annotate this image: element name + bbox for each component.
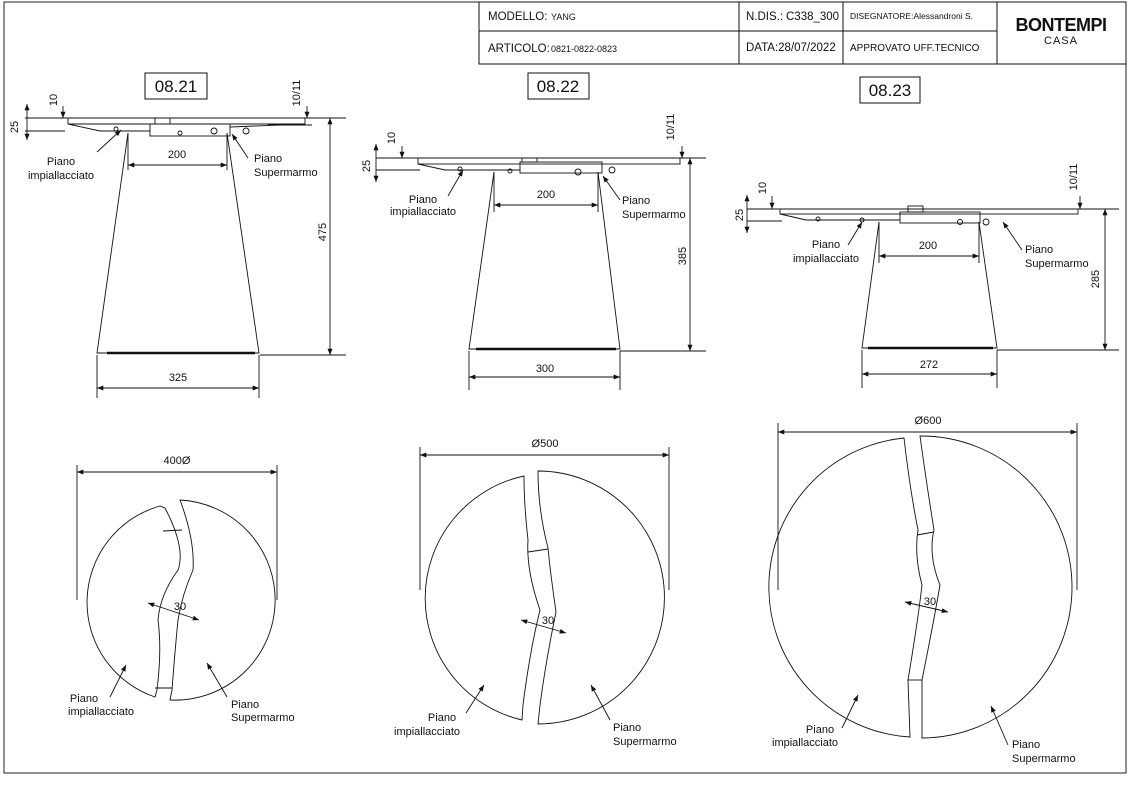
dim-base-0821: 325 <box>169 372 187 384</box>
label-left-0822-a: Piano <box>409 194 437 206</box>
ndis-value: C338_300 <box>786 11 839 23</box>
label-left-top-0822-a: Piano <box>428 712 456 724</box>
label-right-top-0823-a: Piano <box>1012 739 1040 751</box>
dim-base-0823: 272 <box>920 359 938 371</box>
modello-key: MODELLO: <box>488 11 547 23</box>
dim-edge-0822: 25 <box>361 160 373 172</box>
top-view-0822 <box>419 447 670 725</box>
label-right-0823-b: Supermarmo <box>1025 258 1089 270</box>
dim-side-0823: 10/11 <box>1068 164 1080 191</box>
code-0821: 08.21 <box>155 77 198 96</box>
label-right-0823-a: Piano <box>1025 244 1053 256</box>
label-right-0822-a: Piano <box>622 195 650 207</box>
label-left-top-0822-b: impiallacciato <box>394 726 460 738</box>
code-box-0823 <box>859 76 921 104</box>
brand-name: BONTEMPI <box>1015 15 1106 35</box>
label-right-top-0822-a: Piano <box>613 722 641 734</box>
label-left-0821-b: impiallacciato <box>28 170 94 182</box>
label-right-top-0822-b: Supermarmo <box>613 736 677 748</box>
side-view-0822 <box>373 144 706 390</box>
modello-value: YANG <box>551 12 576 22</box>
dim-diameter-0823: Ø600 <box>915 415 942 427</box>
dim-diameter-0822: Ø500 <box>532 438 559 450</box>
brand-sub: CASA <box>1044 35 1078 47</box>
dim-height-0823: 285 <box>1090 270 1102 288</box>
dim-diameter-0821: 400Ø <box>164 455 191 467</box>
dim-edge-0821: 25 <box>9 121 21 133</box>
label-left-0821-a: Piano <box>47 156 75 168</box>
dim-gap-0822: 30 <box>542 615 554 627</box>
dim-top-0823: 10 <box>757 182 769 194</box>
dim-side-0822: 10/11 <box>665 114 677 141</box>
top-view-0823 <box>768 423 1078 746</box>
designer: DISEGNATORE:Alessandroni S. <box>850 11 973 21</box>
label-left-top-0823-b: impiallacciato <box>772 737 838 749</box>
label-right-0822-b: Supermarmo <box>622 209 686 221</box>
approval: APPROVATO UFF.TECNICO <box>850 43 980 54</box>
dim-edge-0823: 25 <box>734 209 746 221</box>
top-view-0821 <box>76 465 278 701</box>
label-left-top-0821-b: impiallacciato <box>68 706 134 718</box>
brand-logo: BONTEMPI CASA <box>1015 15 1107 47</box>
articolo-key: ARTICOLO: <box>488 43 550 55</box>
dim-neck-0821: 200 <box>168 149 186 161</box>
dim-height-0821: 475 <box>317 223 329 241</box>
label-left-top-0823-a: Piano <box>806 724 834 736</box>
label-left-top-0821-a: Piano <box>70 693 98 705</box>
code-0823: 08.23 <box>869 81 912 100</box>
label-left-0823-b: impiallacciato <box>793 253 859 265</box>
title-block <box>478 1 1127 65</box>
ndis-key: N.DIS.: <box>746 11 783 23</box>
dim-gap-0821: 30 <box>174 601 186 613</box>
drawing-date: DATA:28/07/2022 <box>746 42 836 54</box>
dim-top-0822: 10 <box>386 132 398 144</box>
dim-height-0822: 385 <box>677 247 689 265</box>
dim-gap-0823: 30 <box>924 596 936 608</box>
dim-base-0822: 300 <box>536 363 554 375</box>
label-right-0821-b: Supermarmo <box>254 167 318 179</box>
label-right-top-0821-b: Supermarmo <box>231 712 295 724</box>
label-left-0823-a: Piano <box>812 239 840 251</box>
label-right-top-0823-b: Supermarmo <box>1012 753 1076 765</box>
code-0822: 08.22 <box>537 77 580 96</box>
code-box-0822 <box>527 72 590 100</box>
dim-neck-0823: 200 <box>919 240 937 252</box>
label-left-0822-b: impiallacciato <box>390 206 456 218</box>
label-right-top-0821-a: Piano <box>231 699 259 711</box>
code-box-0821 <box>144 72 208 100</box>
side-view-0823 <box>744 195 1119 388</box>
dim-top-0821: 10 <box>48 94 60 106</box>
side-view-0821 <box>24 104 346 398</box>
dim-neck-0822: 200 <box>537 189 555 201</box>
dim-side-0821: 10/11 <box>291 80 303 107</box>
articolo-value: 0821-0822-0823 <box>551 44 617 54</box>
label-right-0821-a: Piano <box>254 153 282 165</box>
